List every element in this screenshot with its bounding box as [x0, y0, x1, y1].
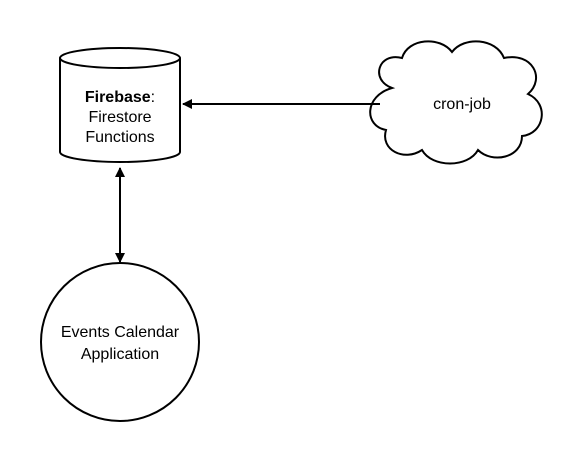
cloud-shape	[369, 40, 543, 165]
firebase-node[interactable]: Firebase: Firestore Functions	[59, 47, 181, 163]
firebase-line-functions: Functions	[85, 129, 154, 146]
firebase-cylinder-top	[59, 47, 181, 69]
events-calendar-circle	[40, 262, 200, 422]
events-calendar-line2: Application	[81, 346, 159, 363]
firebase-cylinder-body	[59, 58, 181, 163]
firebase-title-suffix: :	[151, 89, 155, 106]
firebase-title-line: Firebase:	[85, 89, 155, 106]
events-calendar-line1: Events Calendar	[61, 324, 180, 341]
events-calendar-node[interactable]: Events Calendar Application	[40, 262, 200, 422]
firebase-line-firestore: Firestore	[88, 109, 151, 126]
cron-job-label: cron-job	[433, 96, 491, 113]
cron-job-node[interactable]: cron-job	[369, 40, 543, 165]
firebase-title: Firebase	[85, 89, 151, 106]
